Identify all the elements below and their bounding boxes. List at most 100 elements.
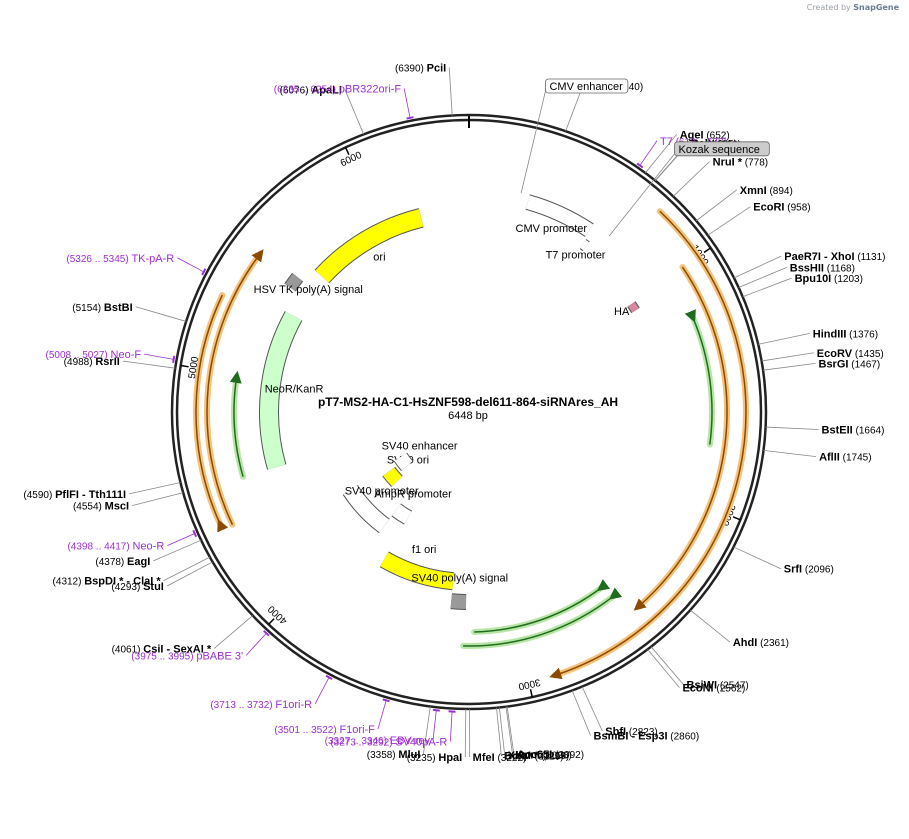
primer-label[interactable]: (5326 .. 5345) TK-pA-R	[66, 253, 174, 265]
enzyme-name[interactable]: SrfI	[784, 564, 802, 576]
enzyme-name[interactable]: HpaI	[438, 752, 462, 764]
enzyme-label[interactable]: BsmBI - Esp3I (2860)	[594, 731, 700, 743]
primer-label[interactable]: (3975 .. 3995) pBABE 3'	[131, 650, 243, 662]
enzyme-label[interactable]: BssHII (1168)	[790, 262, 855, 274]
enzyme-label[interactable]: BsiWI (2547)	[687, 680, 749, 692]
enzyme-name[interactable]: EagI	[127, 556, 150, 568]
enzyme-label[interactable]: KpnI (3096)	[516, 749, 572, 761]
boxed-label[interactable]: Kozak sequence	[679, 144, 760, 156]
enzyme-name[interactable]: AflII	[819, 452, 840, 464]
feature-body[interactable]	[580, 239, 590, 251]
enzyme-label[interactable]: (4378) EagI	[95, 556, 150, 568]
enzyme-name[interactable]: PaeR7I - XhoI	[784, 251, 854, 263]
feature-body[interactable]	[380, 552, 455, 590]
feature-body[interactable]	[450, 594, 467, 609]
enzyme-name[interactable]: MluI	[398, 749, 420, 761]
primer-label[interactable]: (3327 .. 3346) EBV-rev	[325, 735, 431, 747]
primer-name[interactable]: Neo-R	[132, 541, 164, 553]
enzyme-name[interactable]: SbfI	[605, 726, 626, 738]
enzyme-name[interactable]: PciI	[427, 63, 447, 75]
enzyme-label[interactable]: SbfI (2823)	[605, 726, 657, 738]
feature-body[interactable]	[315, 209, 424, 283]
enzyme-name[interactable]: BstEII	[822, 424, 853, 436]
primer-name[interactable]: Neo-F	[111, 349, 142, 361]
enzyme-label[interactable]: XbaI * (3119)	[508, 750, 570, 762]
enzyme-name[interactable]: BssHII	[790, 262, 824, 274]
enzyme-label[interactable]: (4988) RsrII	[64, 356, 120, 368]
enzyme-name[interactable]: CsiI - SexAI *	[143, 643, 212, 655]
enzyme-label[interactable]: Acc65I (3092)	[517, 749, 584, 761]
boxed-label[interactable]: CMV enhancer	[549, 81, 623, 93]
enzyme-label[interactable]: AflII (1745)	[819, 452, 871, 464]
enzyme-label[interactable]: (4061) CsiI - SexAI *	[112, 643, 212, 655]
enzyme-name[interactable]: AgeI	[680, 129, 704, 141]
enzyme-name[interactable]: RsrII	[95, 356, 119, 368]
primer-name[interactable]: TK-pA-R	[131, 253, 174, 265]
primer-name[interactable]: EBV-rev	[390, 735, 431, 747]
enzyme-label[interactable]: EcoRI (958)	[753, 202, 810, 214]
primer-name[interactable]: F1ori-F	[339, 724, 375, 736]
feature-body[interactable]	[394, 453, 413, 471]
enzyme-name[interactable]: PflFI - Tth111I	[55, 489, 126, 501]
enzyme-name[interactable]: Bpu10I	[795, 273, 832, 285]
primer-label[interactable]: (3501 .. 3522) F1ori-F	[274, 724, 375, 736]
enzyme-label[interactable]: BsrGI (1467)	[819, 358, 881, 370]
enzyme-label[interactable]: XmnI (894)	[740, 185, 793, 197]
enzyme-name[interactable]: BsmBI - Esp3I	[594, 731, 668, 743]
enzyme-name[interactable]: BclI *	[504, 751, 532, 763]
enzyme-label[interactable]: (5154) BstBI	[72, 302, 132, 314]
enzyme-name[interactable]: BsiWI	[687, 680, 718, 692]
enzyme-label[interactable]: PaeR7I - XhoI (1131)	[784, 251, 885, 263]
primer-name[interactable]: pBABE 3'	[196, 650, 243, 662]
enzyme-name[interactable]: NruI *	[713, 156, 743, 168]
primer-label[interactable]: (5008 .. 5027) Neo-F	[46, 349, 142, 361]
enzyme-label[interactable]: HindIII (1376)	[813, 328, 878, 340]
enzyme-name[interactable]: MfeI	[473, 752, 495, 764]
enzyme-name[interactable]: Acc65I	[517, 749, 552, 761]
enzyme-name[interactable]: EcoNI	[682, 683, 713, 695]
enzyme-label[interactable]: (4590) PflFI - Tth111I	[23, 489, 126, 501]
primer-name[interactable]: F1ori-R	[275, 699, 312, 711]
primer-name[interactable]: T7	[660, 136, 673, 148]
primer-name[interactable]: SV40pA-R	[395, 736, 447, 748]
feature-body[interactable]	[343, 485, 390, 533]
enzyme-label[interactable]: AhdI (2361)	[733, 637, 789, 649]
enzyme-name[interactable]: StuI	[143, 581, 164, 593]
enzyme-name[interactable]: BsrGI	[819, 358, 849, 370]
enzyme-label[interactable]: MfeI (3222)	[473, 752, 527, 764]
enzyme-label[interactable]: (6076) ApaLI	[280, 84, 342, 96]
feature-body[interactable]	[392, 504, 412, 524]
enzyme-name[interactable]: MscI	[105, 501, 129, 513]
enzyme-name[interactable]: XbaI *	[508, 750, 539, 762]
enzyme-name[interactable]: EcoRV	[817, 348, 853, 360]
enzyme-label[interactable]: BstEII (1664)	[822, 424, 885, 436]
enzyme-name[interactable]: ApaLI	[311, 84, 342, 96]
enzyme-name[interactable]: BspDI * - ClaI *	[84, 576, 161, 588]
enzyme-label[interactable]: Bpu10I (1203)	[795, 273, 863, 285]
enzyme-label[interactable]: AgeI (652)	[680, 129, 730, 141]
feature-body[interactable]	[525, 195, 594, 237]
feature-body[interactable]	[628, 301, 639, 313]
enzyme-name[interactable]: XmnI	[740, 185, 767, 197]
enzyme-name[interactable]: HindIII	[813, 328, 847, 340]
primer-label[interactable]: (4398 .. 4417) Neo-R	[67, 541, 164, 553]
enzyme-label[interactable]: (6390) PciI	[395, 63, 446, 75]
enzyme-name[interactable]: AhdI	[733, 637, 757, 649]
primer-label[interactable]: (3273 .. 3292) SV40pA-R	[330, 736, 447, 748]
enzyme-label[interactable]: SrfI (2096)	[784, 564, 834, 576]
enzyme-name[interactable]: KpnI	[516, 749, 540, 761]
primer-name[interactable]: pBR322ori-F	[339, 83, 402, 95]
enzyme-label[interactable]: NruI * (778)	[713, 156, 768, 168]
primer-label[interactable]: (6235 .. 6254) pBR322ori-F	[274, 83, 402, 95]
enzyme-label[interactable]: (3235) HpaI	[407, 752, 463, 764]
enzyme-label[interactable]: (4312) BspDI * - ClaI *	[53, 576, 162, 588]
feature-body[interactable]	[285, 273, 303, 291]
feature-body[interactable]	[260, 311, 302, 470]
enzyme-label[interactable]: EcoRV (1435)	[817, 348, 884, 360]
enzyme-label[interactable]: (4554) MscI	[73, 501, 129, 513]
enzyme-label[interactable]: (4293) StuI	[111, 581, 163, 593]
primer-label[interactable]: (3713 .. 3732) F1ori-R	[210, 699, 312, 711]
enzyme-label[interactable]: EcoNI (2562)	[682, 683, 745, 695]
enzyme-name[interactable]: EcoRI	[753, 202, 784, 214]
enzyme-name[interactable]: BstBI	[104, 302, 133, 314]
